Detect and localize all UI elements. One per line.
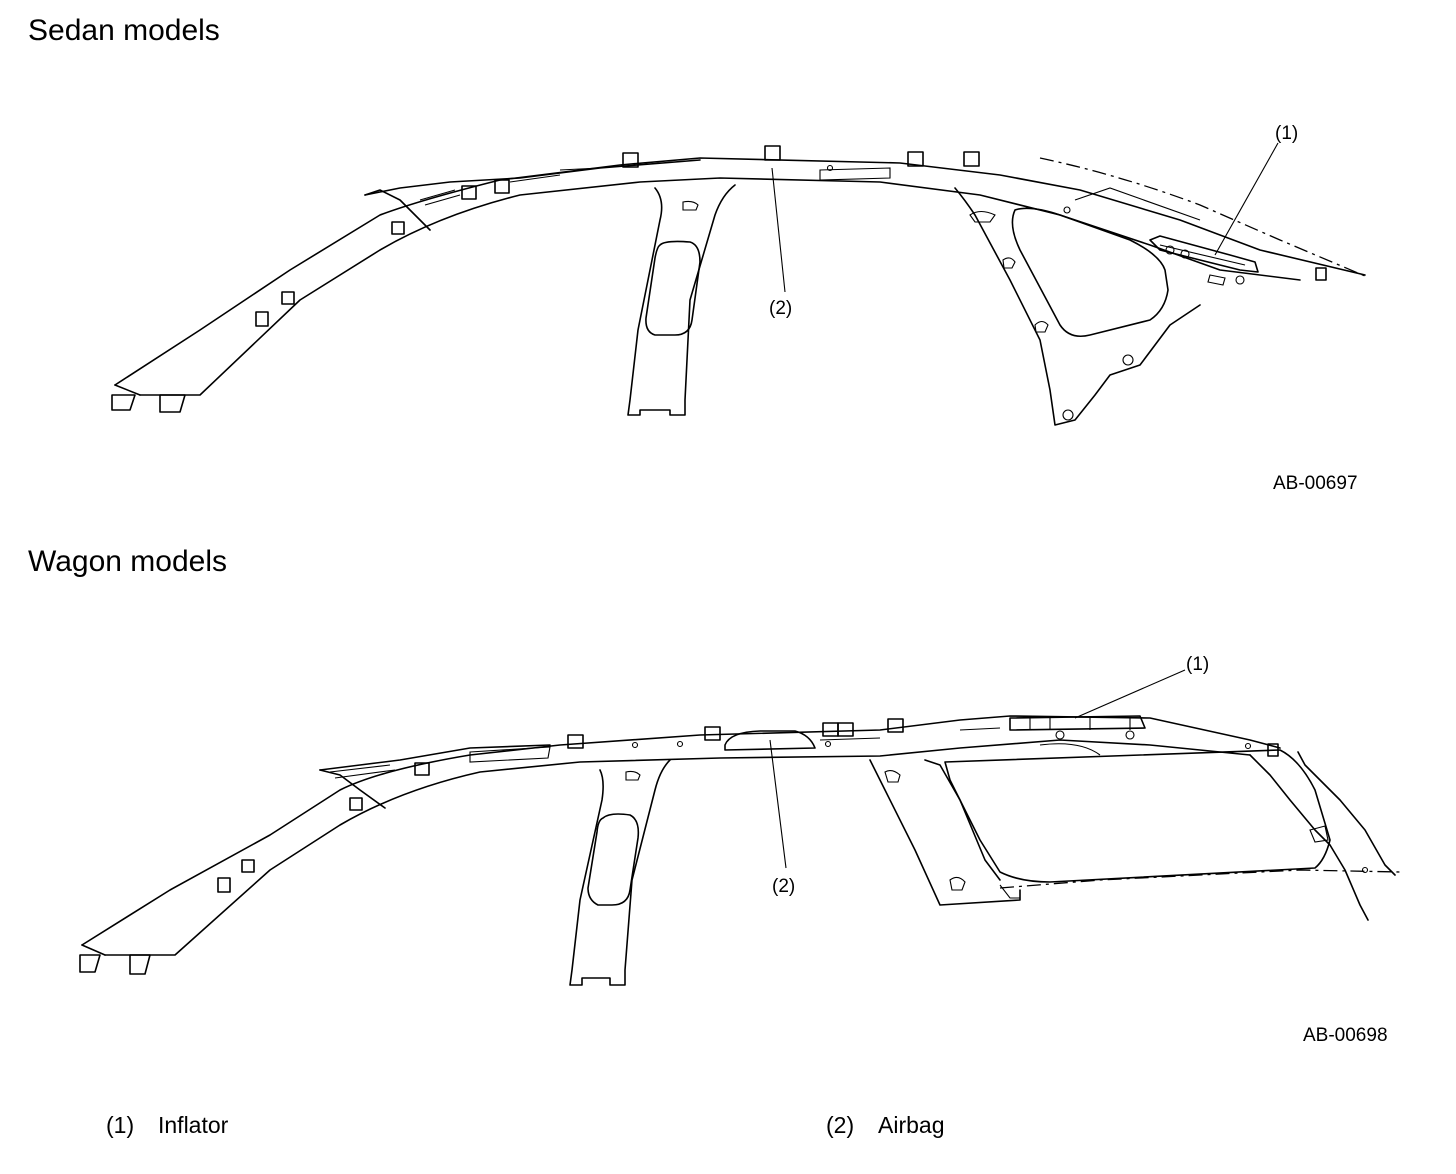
wagon-inflator <box>1009 715 1146 731</box>
legend-item-airbag: (2) Airbag <box>826 1112 944 1139</box>
wagon-callout-1-leader <box>1074 669 1186 719</box>
wagon-roof-rail-outer <box>81 715 1281 946</box>
sedan-section-title: Sedan models <box>28 14 220 47</box>
sedan-mounting-tabs <box>111 145 1327 413</box>
wagon-body-outline-dashed <box>999 869 1401 889</box>
sedan-roof-rail-inner <box>139 177 1301 396</box>
wagon-rear-quarter-window <box>944 749 1331 883</box>
wagon-curtain-airbag-diagram: (1) (2) <box>79 654 1401 986</box>
legend-item-inflator: (1) Inflator <box>106 1112 228 1139</box>
legend-label: Airbag <box>878 1112 945 1138</box>
wagon-section-title: Wagon models <box>28 545 227 578</box>
sedan-b-pillar-window <box>645 240 701 336</box>
wagon-callout-2-leader <box>769 739 787 869</box>
legend-number: (2) <box>826 1112 855 1138</box>
sedan-callout-1-leader <box>1214 142 1279 256</box>
wagon-reference-code: AB-00698 <box>1303 1025 1388 1046</box>
wagon-mounting-tabs <box>79 718 1279 975</box>
wagon-airbag-module <box>724 730 816 751</box>
legend-label: Inflator <box>158 1112 229 1138</box>
sedan-callout-1: (1) <box>1275 123 1298 144</box>
wagon-rear-hatch-outline <box>1297 751 1396 876</box>
sedan-quarter-window <box>1011 207 1169 338</box>
sedan-b-pillar <box>627 184 736 416</box>
sedan-callout-2-leader <box>771 167 786 293</box>
sedan-inflator <box>1149 235 1259 273</box>
sedan-body-outline-dashed <box>1039 157 1366 277</box>
sedan-c-pillar <box>954 187 1201 426</box>
wagon-callout-1: (1) <box>1186 654 1209 675</box>
wagon-roof-rail-inner <box>104 739 1251 956</box>
sedan-callout-2: (2) <box>769 298 792 319</box>
wagon-b-pillar <box>569 759 671 986</box>
wagon-b-pillar-window <box>587 813 640 906</box>
sedan-roof-rail-outer <box>114 157 1366 386</box>
wagon-callout-2: (2) <box>772 876 795 897</box>
sedan-reference-code: AB-00697 <box>1273 473 1358 494</box>
legend-number: (1) <box>106 1112 135 1138</box>
sedan-curtain-airbag-diagram: (1) (2) <box>111 123 1366 426</box>
